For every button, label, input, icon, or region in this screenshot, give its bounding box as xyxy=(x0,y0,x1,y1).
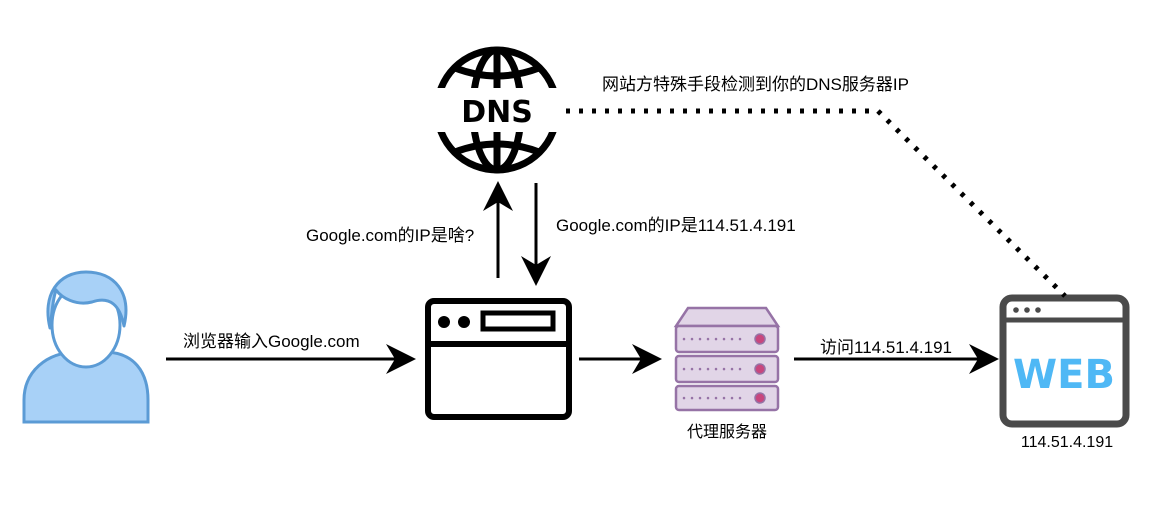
user-input-label: 浏览器输入Google.com xyxy=(183,332,360,351)
dns-query-label: Google.com的IP是啥? xyxy=(306,226,474,245)
dns-detection-label: 网站方特殊手段检测到你的DNS服务器IP xyxy=(602,75,909,94)
globe-icon: DNS xyxy=(430,46,564,174)
web-page-icon: WEB xyxy=(999,294,1130,428)
dns-label: DNS xyxy=(461,95,533,130)
proxy-server-label: 代理服务器 xyxy=(687,423,767,441)
visit-label: 访问114.51.4.191 xyxy=(820,338,952,357)
connectors xyxy=(166,108,1067,374)
server-stack-icon xyxy=(673,306,781,412)
web-label: WEB xyxy=(1013,352,1115,398)
user-icon xyxy=(22,270,150,424)
web-ip-label: 114.51.4.191 xyxy=(1021,434,1113,451)
browser-window-icon xyxy=(425,298,572,420)
dotted-detection-line xyxy=(566,108,1067,298)
dns-answer-label: Google.com的IP是114.51.4.191 xyxy=(556,216,796,235)
